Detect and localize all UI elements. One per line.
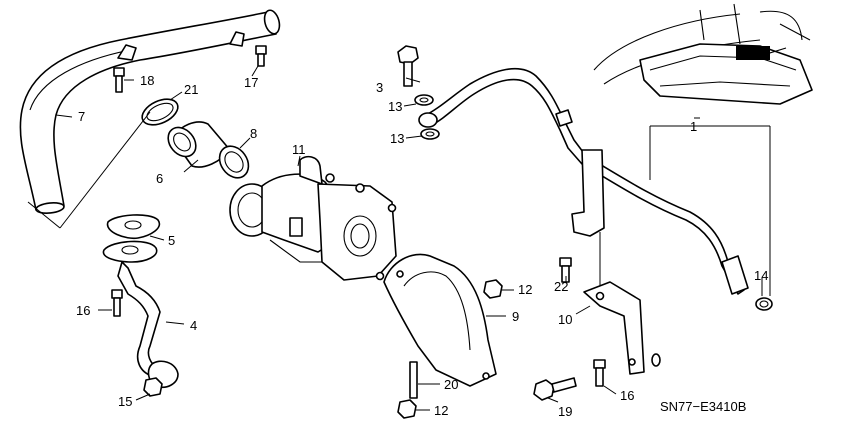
washer-small	[651, 353, 661, 367]
nut-15	[143, 377, 163, 397]
turbocharger	[229, 155, 397, 281]
callout-9: 9	[512, 309, 519, 324]
oil-return-pipe	[102, 240, 179, 389]
diagram-code: SN77−E3410B	[660, 399, 746, 414]
nut-12-lower	[397, 399, 417, 419]
oil-feed-pipe	[418, 67, 773, 311]
hose-clamp-21	[141, 98, 179, 126]
callout-4: 4	[190, 318, 197, 333]
callout-19: 19	[558, 404, 572, 419]
callout-16-left: 16	[76, 303, 90, 318]
callout-12-lower: 12	[434, 403, 448, 418]
callout-5: 5	[168, 233, 175, 248]
callout-20: 20	[444, 377, 458, 392]
bolt-17	[255, 45, 267, 67]
callout-13-upper: 13	[388, 99, 402, 114]
banjo-bolt-3	[397, 45, 419, 87]
callout-14: 14	[754, 268, 768, 283]
callout-11: 11	[292, 142, 306, 157]
leader-lines	[27, 65, 771, 411]
location-inset	[593, 3, 813, 105]
callout-18: 18	[140, 73, 154, 88]
callout-13-lower: 13	[390, 131, 404, 146]
intake-hose	[19, 9, 281, 214]
callout-10: 10	[558, 312, 572, 327]
callout-22: 22	[554, 279, 568, 294]
bolt-19	[533, 377, 577, 401]
gasket-5	[106, 214, 161, 240]
callout-8: 8	[250, 126, 257, 141]
nut-12-upper	[483, 279, 503, 299]
pipe-bracket-10	[583, 281, 645, 375]
callout-1: 1	[690, 119, 697, 134]
callout-16-right: 16	[620, 388, 634, 403]
callout-6: 6	[156, 171, 163, 186]
callout-7: 7	[78, 109, 85, 124]
callout-labels: 1 3 4 5 6 7 8 9 10 11 12 12 13 13 14 15 …	[76, 73, 768, 419]
bolt-18	[113, 67, 125, 93]
callout-3: 3	[376, 80, 383, 95]
callout-17: 17	[244, 75, 258, 90]
callout-15: 15	[118, 394, 132, 409]
exhaust-elbow	[383, 253, 497, 387]
stud-20	[409, 361, 418, 399]
callout-21: 21	[184, 82, 198, 97]
washer-13-lower	[420, 128, 440, 140]
bolt-16-left	[111, 289, 123, 317]
callout-12-upper: 12	[518, 282, 532, 297]
washer-13-upper	[414, 94, 434, 106]
hose-clamp-8	[218, 145, 250, 179]
bolt-16-right	[593, 359, 606, 387]
